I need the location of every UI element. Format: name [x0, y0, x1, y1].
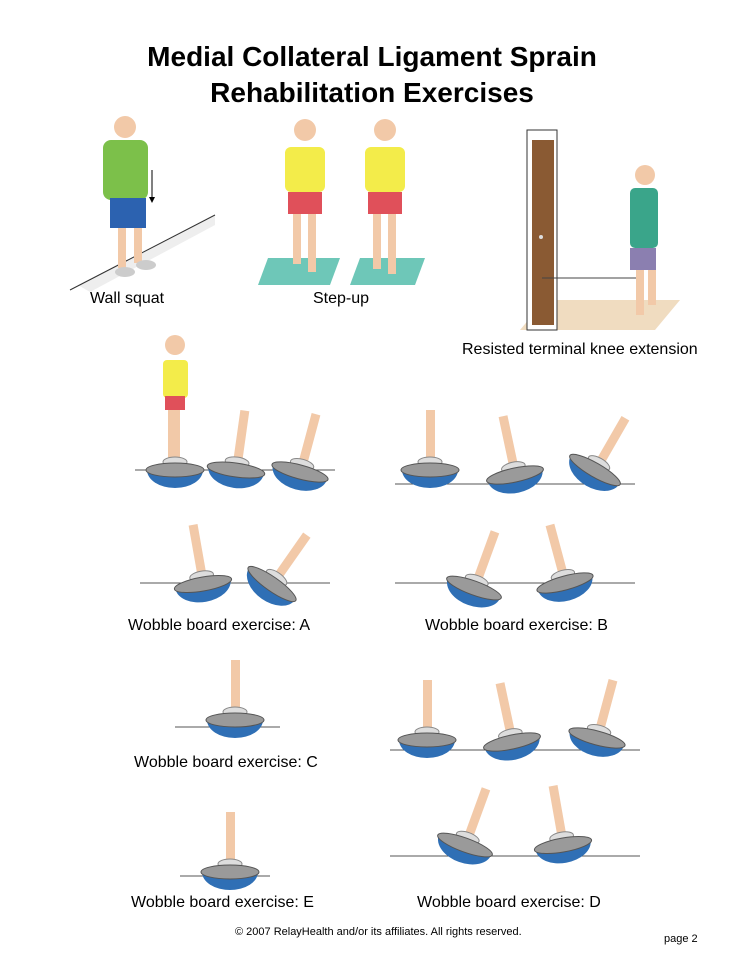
wobble-board [246, 532, 311, 606]
wobble-board [397, 680, 457, 758]
door [532, 140, 554, 325]
copyright: © 2007 RelayHealth and/or its affiliates… [235, 926, 522, 938]
page-title-line1: Medial Collateral Ligament Sprain [147, 41, 597, 72]
wobble-board [437, 787, 493, 865]
wobble-board [569, 416, 630, 491]
wobble-board [200, 812, 260, 890]
label-wobble-d: Wobble board exercise: D [417, 894, 601, 911]
wobble-board [271, 413, 329, 491]
wobble-board [486, 415, 544, 494]
wall-squat-illustration [69, 116, 216, 292]
page-title-line2: Rehabilitation Exercises [210, 77, 534, 108]
wall-squat-shirt [103, 140, 148, 200]
page-number: page 2 [664, 933, 698, 945]
label-wobble-c: Wobble board exercise: C [134, 754, 318, 771]
knee-extension-illustration [520, 129, 680, 331]
label-wobble-b: Wobble board exercise: B [425, 617, 608, 634]
wobble-board [145, 410, 205, 488]
wobble-board [483, 682, 541, 761]
wobble-board [205, 660, 265, 738]
wobble-board [533, 785, 593, 864]
label-step-up: Step-up [313, 290, 370, 307]
wobble-board [206, 410, 266, 489]
wobble-board [568, 679, 626, 757]
wobble-board [536, 523, 594, 602]
wobble-board [446, 530, 502, 608]
wobble-board [400, 410, 460, 488]
label-wobble-a: Wobble board exercise: A [128, 617, 311, 634]
label-knee-extension: Resisted terminal knee extension [462, 341, 698, 358]
label-wall-squat: Wall squat [90, 290, 165, 307]
label-wobble-e: Wobble board exercise: E [131, 894, 314, 911]
wobble-board [173, 524, 233, 603]
step-up-illustration [258, 119, 425, 285]
